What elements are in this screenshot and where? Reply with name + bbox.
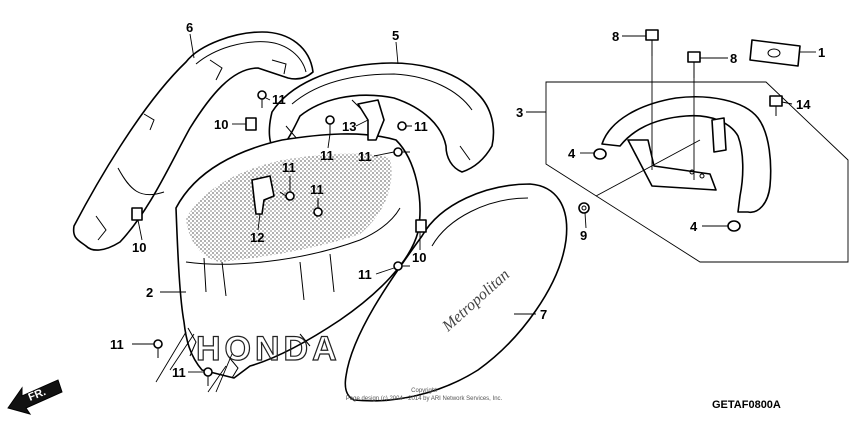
side-cover-left-part-6[interactable] xyxy=(72,31,314,251)
callout-5[interactable]: 5 xyxy=(392,28,399,43)
callout-11[interactable]: 11 xyxy=(358,149,372,164)
screw-11[interactable] xyxy=(393,261,410,271)
callout-13[interactable]: 13 xyxy=(342,119,356,134)
bracket-12[interactable] xyxy=(251,175,275,215)
callouts: 6 5 8 8 1 11 3 14 10 13 11 4 11 11 11 11… xyxy=(110,20,825,380)
grab-rail-frame xyxy=(545,81,849,263)
grommet-4[interactable] xyxy=(593,148,607,160)
callout-1[interactable]: 1 xyxy=(818,45,825,60)
callout-7[interactable]: 7 xyxy=(540,307,547,322)
callout-14[interactable]: 14 xyxy=(796,97,811,112)
clip-10[interactable] xyxy=(245,117,257,131)
front-direction-arrow: FR. xyxy=(7,379,63,415)
diagram-code: GETAF0800A xyxy=(712,399,781,411)
callout-4[interactable]: 4 xyxy=(568,146,576,161)
grommet-4[interactable] xyxy=(727,220,741,232)
callout-10[interactable]: 10 xyxy=(132,240,146,255)
callout-3[interactable]: 3 xyxy=(516,105,523,120)
callout-8[interactable]: 8 xyxy=(730,51,737,66)
screw-11[interactable] xyxy=(203,367,213,386)
nut-9[interactable] xyxy=(578,202,590,214)
callout-4[interactable]: 4 xyxy=(690,219,698,234)
callout-11[interactable]: 11 xyxy=(310,182,324,197)
leader-lines xyxy=(132,33,816,393)
callout-2[interactable]: 2 xyxy=(146,285,153,300)
bolt-14[interactable] xyxy=(769,95,783,116)
callout-11[interactable]: 11 xyxy=(110,337,124,352)
copyright-line-1: Copyright xyxy=(411,388,437,394)
screw-11[interactable] xyxy=(325,115,335,134)
screw-11[interactable] xyxy=(153,339,163,358)
callout-11[interactable]: 11 xyxy=(358,267,372,282)
bolt-8[interactable] xyxy=(687,51,701,78)
callout-6[interactable]: 6 xyxy=(186,20,193,35)
callout-8[interactable]: 8 xyxy=(612,29,619,44)
callout-11[interactable]: 11 xyxy=(172,365,186,380)
callout-11[interactable]: 11 xyxy=(272,92,286,107)
callout-12[interactable]: 12 xyxy=(250,230,264,245)
callout-11[interactable]: 11 xyxy=(282,160,296,175)
grab-rail-part-3[interactable] xyxy=(601,96,772,213)
callout-10[interactable]: 10 xyxy=(412,250,426,265)
body-cover-part-2[interactable]: HONDA xyxy=(175,133,421,379)
bolt-8[interactable] xyxy=(645,29,659,56)
clip-10[interactable] xyxy=(131,207,143,221)
rear-side-cover-part-7[interactable]: Metropolitan xyxy=(344,183,568,402)
screw-11[interactable] xyxy=(257,90,267,108)
callout-11[interactable]: 11 xyxy=(414,119,428,134)
reflector-part-1[interactable] xyxy=(749,39,801,67)
callout-9[interactable]: 9 xyxy=(580,228,587,243)
copyright-line-2: Page design (c) 2004 - 2014 by ARI Netwo… xyxy=(346,396,503,402)
hardware xyxy=(131,29,783,386)
brand-wordmark: HONDA xyxy=(196,330,341,368)
callout-11[interactable]: 11 xyxy=(320,148,334,163)
screw-11[interactable] xyxy=(393,147,410,157)
callout-10[interactable]: 10 xyxy=(214,117,228,132)
clip-10[interactable] xyxy=(415,219,427,233)
